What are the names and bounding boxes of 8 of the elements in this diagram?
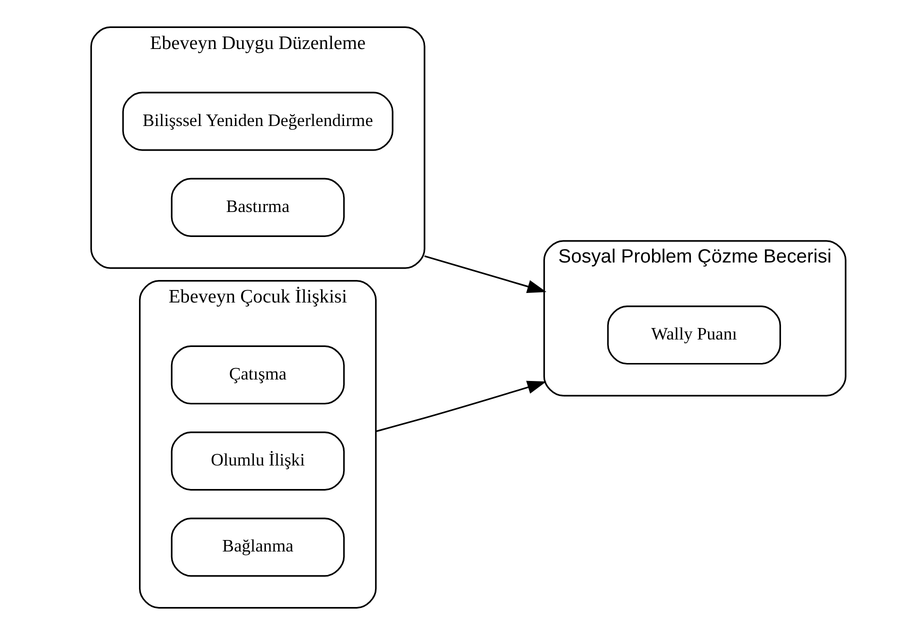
node-box: Olumlu İlişki bbox=[170, 432, 344, 491]
node-box: Çatışma bbox=[170, 345, 344, 404]
arrow bbox=[375, 380, 546, 432]
node-box: Bastırma bbox=[170, 178, 344, 237]
node-box: Bilişssel Yeniden Değerlendirme bbox=[122, 92, 393, 151]
node-box: Bağlanma bbox=[170, 518, 344, 577]
node-box: Wally Puanı bbox=[606, 306, 781, 365]
arrow bbox=[424, 255, 546, 294]
